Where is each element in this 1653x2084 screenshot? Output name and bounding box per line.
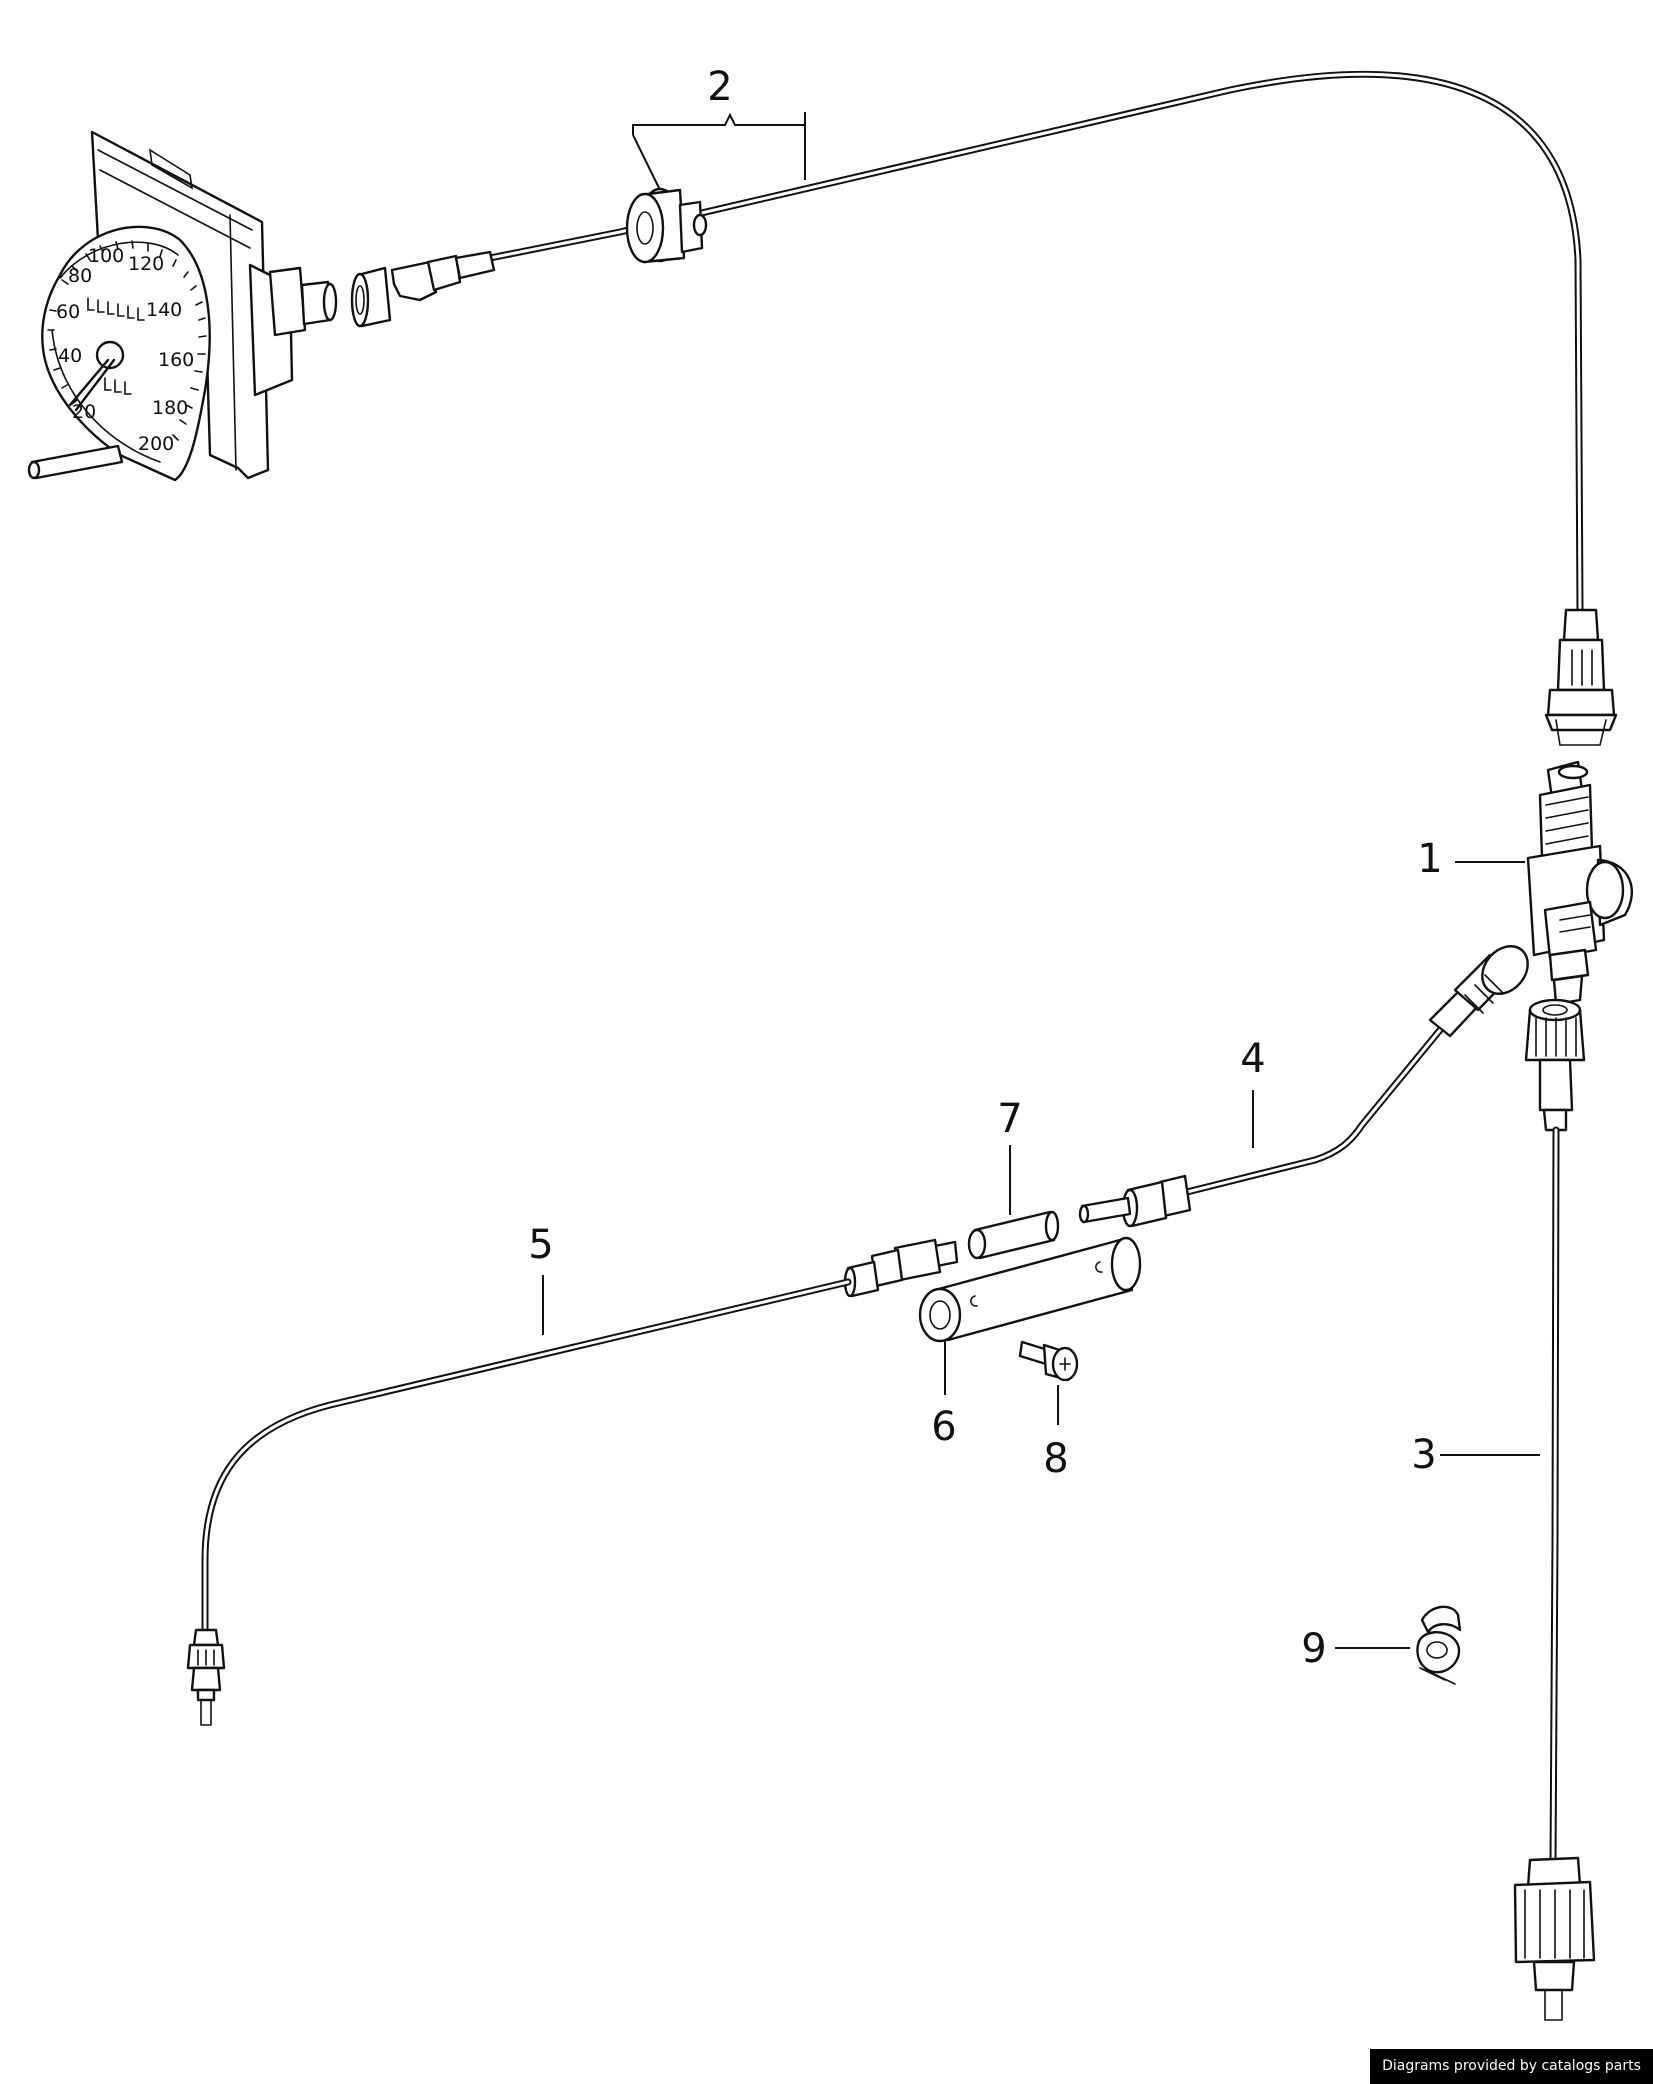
part-9-clip [1416, 1605, 1462, 1685]
cable-5-left [186, 1238, 959, 1726]
callout-1: 1 [1417, 836, 1442, 882]
credit-badge: Diagrams provided by catalogs parts [1370, 2049, 1653, 2084]
dial-label-100: 100 [88, 245, 124, 267]
callout-9: 9 [1301, 1626, 1326, 1672]
cable-4-middle [1078, 945, 1529, 1228]
part-7-sleeve [967, 1210, 1060, 1260]
callout-7: 7 [997, 1096, 1022, 1142]
part-1-angle-drive [1526, 760, 1634, 1017]
callout-leaders [542, 112, 1540, 1649]
dial-label-200: 200 [138, 433, 174, 455]
dial-label-180: 180 [152, 397, 188, 419]
part-6-large-sleeve [918, 1236, 1142, 1343]
cable-3-right [1513, 998, 1596, 2021]
callout-3: 3 [1411, 1432, 1436, 1478]
dial-label-160: 160 [158, 349, 194, 371]
dial-label-140: 140 [146, 299, 182, 321]
cable-2-upper [390, 70, 1618, 746]
callout-5: 5 [528, 1222, 553, 1268]
speedometer-assembly: 20 40 60 80 100 120 140 160 180 200 [27, 130, 392, 482]
callout-2: 2 [707, 64, 732, 110]
dial-label-40: 40 [58, 345, 82, 367]
dial-label-20: 20 [72, 401, 96, 423]
callout-6: 6 [931, 1404, 956, 1450]
callout-4: 4 [1240, 1036, 1265, 1082]
part-8-screw [1018, 1340, 1079, 1382]
dial-label-120: 120 [128, 253, 164, 275]
dial-label-80: 80 [68, 265, 92, 287]
callout-8: 8 [1043, 1436, 1068, 1482]
dial-label-60: 60 [56, 301, 80, 323]
